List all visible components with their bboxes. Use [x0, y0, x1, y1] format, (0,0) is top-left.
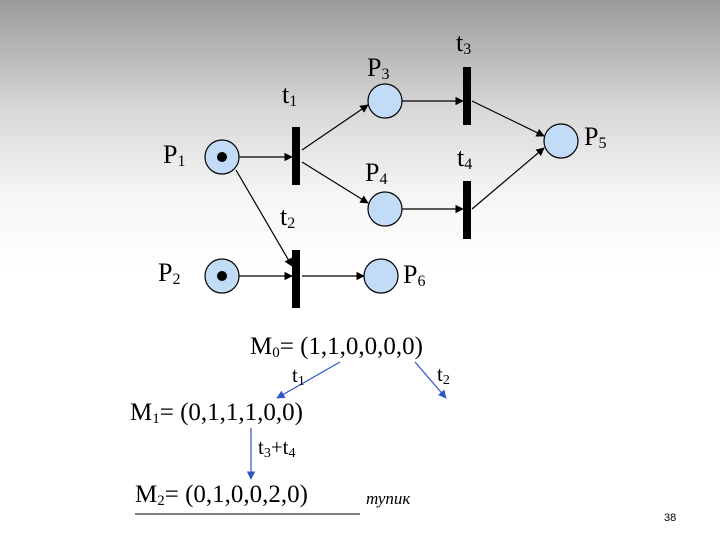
marking-m0: M0= (1,1,0,0,0,0) [250, 333, 423, 361]
arc-p1-t2 [235, 169, 293, 267]
transition-label-t3: t3 [456, 28, 472, 58]
transition-label-t1: t1 [282, 80, 298, 110]
place-label-p2: P2 [158, 258, 181, 288]
transition-label-t2: t2 [280, 202, 296, 232]
place-p4 [367, 191, 403, 227]
deadlock-note: тупик [366, 489, 411, 508]
transition-label-t4: t4 [457, 143, 473, 173]
arc-t1-p4 [301, 161, 369, 204]
transition-t3-bar [463, 67, 471, 125]
transition-t4-bar [463, 181, 471, 239]
place-label-p6: P6 [403, 260, 426, 290]
place-p5 [543, 123, 579, 159]
token-p1 [217, 152, 227, 162]
place-p3 [367, 83, 403, 119]
place-label-p4: P4 [365, 158, 388, 188]
firing-label-t3-t4: t3+t4 [258, 435, 296, 461]
transition-t2-bar [292, 250, 300, 308]
firing-label-t1: t1 [292, 363, 305, 389]
firing-arrow-t1 [276, 361, 341, 399]
place-label-p1: P1 [163, 140, 186, 170]
transition-t1-bar [292, 127, 300, 185]
arc-t3-p5 [471, 100, 545, 137]
arc-t4-p5 [471, 147, 545, 210]
arc-t1-p3 [301, 104, 369, 151]
firing-label-t2: t2 [437, 362, 450, 388]
place-label-p5: P5 [584, 122, 607, 152]
firing-arrow-t2 [414, 361, 447, 399]
place-p6 [363, 258, 399, 294]
place-label-p3: P3 [367, 53, 390, 83]
token-p2 [217, 271, 227, 281]
page-number: 38 [664, 512, 677, 524]
marking-m2: M2= (0,1,0,0,2,0) [135, 481, 308, 509]
marking-m1: M1= (0,1,1,1,0,0) [130, 399, 303, 427]
